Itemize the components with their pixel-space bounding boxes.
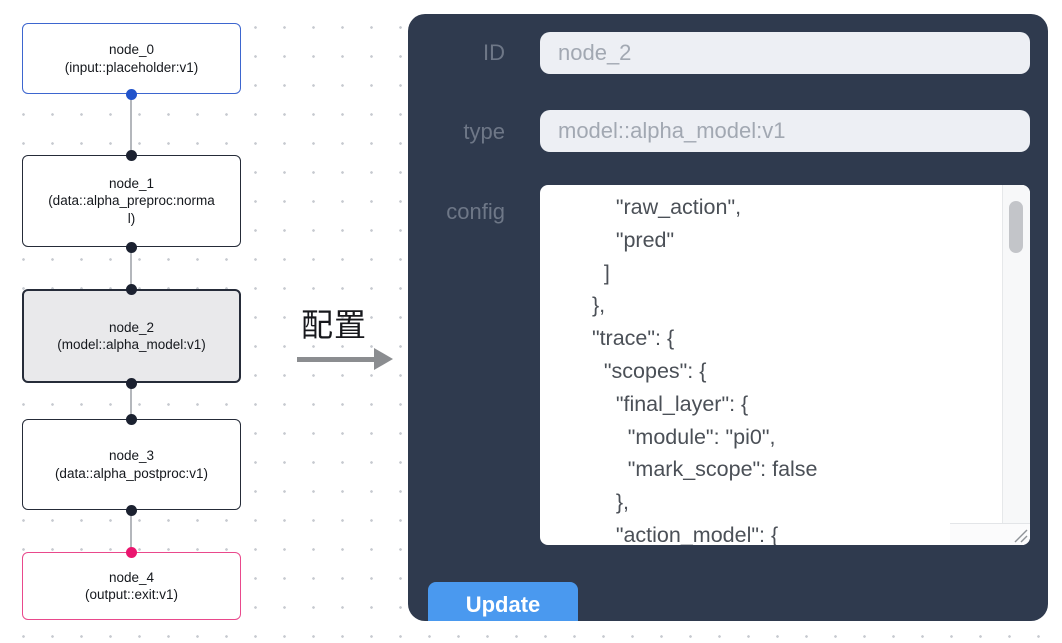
port-in-node_1[interactable] <box>126 149 137 161</box>
type-field-label: type <box>463 119 505 144</box>
config-textarea[interactable]: "raw_action", "pred" ] }, "trace": { "sc… <box>540 185 1030 545</box>
update-button[interactable]: Update <box>428 582 578 621</box>
node-subtitle: (data::alpha_postproc:v1) <box>54 465 209 481</box>
node-subtitle: (output::exit:v1) <box>84 587 179 602</box>
port-in-node_2[interactable] <box>126 283 137 295</box>
port-out-node_1[interactable] <box>126 241 137 253</box>
port-out-node_0[interactable] <box>126 88 137 100</box>
resize-grip-icon[interactable] <box>1012 527 1028 543</box>
transfer-annotation: 配置 <box>290 300 408 370</box>
flow-canvas: node_0(input::placeholder:v1)node_1(data… <box>0 0 300 643</box>
node-subtitle: (data::alpha_preproc:normal) <box>48 193 215 226</box>
id-field-label: ID <box>483 40 505 65</box>
flow-node-node_0[interactable]: node_0(input::placeholder:v1) <box>22 23 241 94</box>
node-subtitle: (model::alpha_model:v1) <box>57 337 206 352</box>
flow-edge <box>130 94 132 155</box>
node-title: node_2 <box>108 319 155 335</box>
type-input[interactable]: model::alpha_model:v1 <box>540 110 1030 152</box>
node-title: node_1 <box>108 175 155 191</box>
config-annotation-text: 配置 <box>300 307 367 343</box>
flow-edge <box>130 383 132 419</box>
port-in-node_4[interactable] <box>126 546 137 558</box>
port-out-node_2[interactable] <box>126 377 137 389</box>
flow-node-node_2[interactable]: node_2(model::alpha_model:v1) <box>22 289 241 383</box>
id-input[interactable]: node_2 <box>540 32 1030 74</box>
textarea-scrollbar-thumb[interactable] <box>1009 201 1023 253</box>
node-title: node_3 <box>108 448 155 463</box>
flow-node-node_3[interactable]: node_3(data::alpha_postproc:v1) <box>22 419 241 510</box>
config-json-text: "raw_action", "pred" ] }, "trace": { "sc… <box>591 195 818 545</box>
node-title: node_0 <box>108 42 155 57</box>
flow-node-node_4[interactable]: node_4(output::exit:v1) <box>22 552 241 620</box>
right-arrow-icon <box>297 348 393 370</box>
node-title: node_4 <box>108 569 155 585</box>
arrow-shaft <box>297 357 375 362</box>
port-out-node_3[interactable] <box>126 504 137 516</box>
arrow-head <box>374 348 393 370</box>
flow-edge <box>130 510 132 552</box>
config-panel: ID node_2 type model::alpha_model:v1 con… <box>408 14 1048 621</box>
flow-node-node_1[interactable]: node_1(data::alpha_preproc:normal) <box>22 155 241 247</box>
flow-edge <box>130 247 132 289</box>
port-in-node_3[interactable] <box>126 413 137 425</box>
textarea-corner <box>950 523 1030 545</box>
node-subtitle: (input::placeholder:v1) <box>64 59 199 75</box>
config-field-label: config <box>446 199 505 224</box>
textarea-scrollbar-track[interactable] <box>1002 185 1030 545</box>
